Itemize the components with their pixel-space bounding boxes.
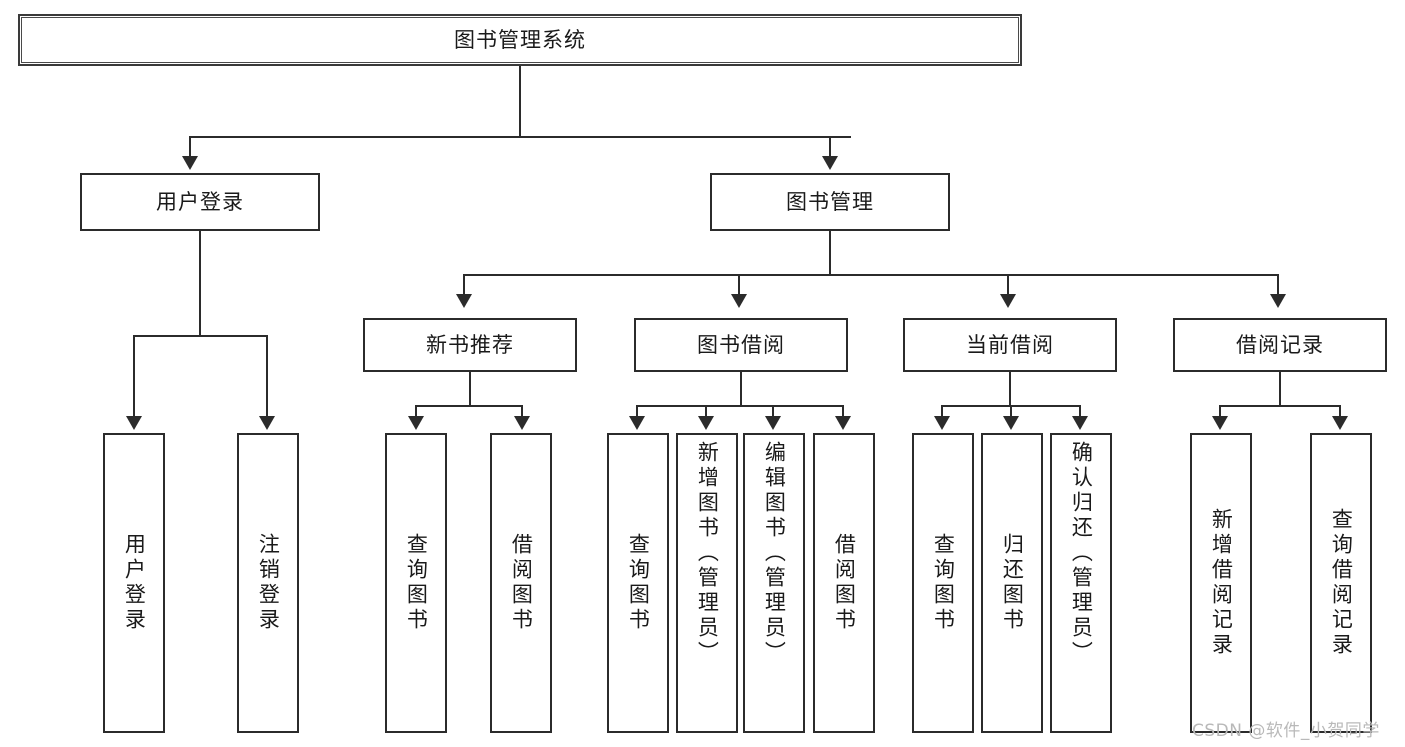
- arrow-login-leaf-1: [126, 416, 142, 430]
- arrow-current-leaf-1: [934, 416, 950, 430]
- leaf-user-login[interactable]: 用户登录: [103, 433, 165, 733]
- connector-new-bus: [415, 405, 523, 407]
- arrow-borrow-leaf-3: [765, 416, 781, 430]
- node-root-system[interactable]: 图书管理系统: [18, 14, 1022, 66]
- arrow-current-leaf-3: [1072, 416, 1088, 430]
- node-label: 图书管理: [786, 189, 874, 214]
- connector-login-bus: [133, 335, 267, 337]
- connector-current-stem: [1009, 372, 1011, 406]
- leaf-borrow-book-new[interactable]: 借阅图书: [490, 433, 552, 733]
- node-label: 新书推荐: [426, 332, 514, 357]
- connector-borrow-stem: [740, 372, 742, 406]
- arrow-records-leaf-1: [1212, 416, 1228, 430]
- connector-records-drop-2: [1339, 405, 1341, 418]
- leaf-query-book-current[interactable]: 查询图书: [912, 433, 974, 733]
- node-borrow-records[interactable]: 借阅记录: [1173, 318, 1387, 372]
- arrow-login-leaf-2: [259, 416, 275, 430]
- leaf-query-borrow-record[interactable]: 查询借阅记录: [1310, 433, 1372, 733]
- arrow-records-leaf-2: [1332, 416, 1348, 430]
- connector-new-drop-2: [521, 405, 523, 418]
- node-label: 确认归还（管理员）: [1069, 441, 1094, 666]
- arrow-root-to-books: [822, 156, 838, 170]
- connector-records-stem: [1279, 372, 1281, 406]
- connector-root-stem: [519, 66, 521, 137]
- arrow-borrow-leaf-2: [698, 416, 714, 430]
- connector-root-to-books: [829, 136, 831, 158]
- node-label: 图书管理系统: [454, 27, 586, 52]
- connector-login-drop-1: [133, 335, 135, 418]
- connector-root-to-login: [189, 136, 191, 158]
- leaf-query-book-borrow[interactable]: 查询图书: [607, 433, 669, 733]
- connector-books-drop-1: [463, 274, 465, 296]
- node-label: 查询图书: [404, 533, 429, 633]
- connector-records-drop-1: [1219, 405, 1221, 418]
- connector-books-drop-2: [738, 274, 740, 296]
- node-label: 图书借阅: [697, 332, 785, 357]
- leaf-borrow-book[interactable]: 借阅图书: [813, 433, 875, 733]
- connector-root-bus: [189, 136, 851, 138]
- node-label: 借阅图书: [832, 533, 857, 633]
- node-label: 新增图书（管理员）: [695, 441, 720, 666]
- node-label: 注销登录: [256, 533, 281, 633]
- connector-books-drop-4: [1277, 274, 1279, 296]
- arrow-books-to-current: [1000, 294, 1016, 308]
- arrow-current-leaf-2: [1003, 416, 1019, 430]
- arrow-books-to-records: [1270, 294, 1286, 308]
- arrow-new-leaf-2: [514, 416, 530, 430]
- node-label: 当前借阅: [966, 332, 1054, 357]
- connector-borrow-drop-2: [705, 405, 707, 418]
- leaf-query-book-new[interactable]: 查询图书: [385, 433, 447, 733]
- node-new-book-recommend[interactable]: 新书推荐: [363, 318, 577, 372]
- leaf-return-book[interactable]: 归还图书: [981, 433, 1043, 733]
- connector-current-drop-1: [941, 405, 943, 418]
- arrow-new-leaf-1: [408, 416, 424, 430]
- connector-current-drop-2: [1010, 405, 1012, 418]
- leaf-logout[interactable]: 注销登录: [237, 433, 299, 733]
- leaf-edit-book-admin[interactable]: 编辑图书（管理员）: [743, 433, 805, 733]
- node-label: 用户登录: [156, 189, 244, 214]
- connector-borrow-drop-4: [842, 405, 844, 418]
- arrow-books-to-borrow: [731, 294, 747, 308]
- leaf-confirm-return-admin[interactable]: 确认归还（管理员）: [1050, 433, 1112, 733]
- connector-current-drop-3: [1079, 405, 1081, 418]
- leaf-add-book-admin[interactable]: 新增图书（管理员）: [676, 433, 738, 733]
- arrow-borrow-leaf-1: [629, 416, 645, 430]
- node-label: 查询图书: [626, 533, 651, 633]
- arrow-books-to-new: [456, 294, 472, 308]
- node-label: 编辑图书（管理员）: [762, 441, 787, 666]
- arrow-root-to-login: [182, 156, 198, 170]
- node-label: 新增借阅记录: [1209, 508, 1234, 658]
- connector-new-stem: [469, 372, 471, 406]
- leaf-add-borrow-record[interactable]: 新增借阅记录: [1190, 433, 1252, 733]
- connector-records-bus: [1219, 405, 1341, 407]
- arrow-borrow-leaf-4: [835, 416, 851, 430]
- connector-borrow-bus: [636, 405, 844, 407]
- connector-books-stem: [829, 231, 831, 275]
- connector-borrow-drop-3: [772, 405, 774, 418]
- node-book-borrow[interactable]: 图书借阅: [634, 318, 848, 372]
- connector-books-drop-3: [1007, 274, 1009, 296]
- connector-login-stem: [199, 231, 201, 336]
- node-label: 借阅记录: [1236, 332, 1324, 357]
- connector-borrow-drop-1: [636, 405, 638, 418]
- node-label: 查询图书: [931, 533, 956, 633]
- node-label: 归还图书: [1000, 533, 1025, 633]
- node-current-borrow[interactable]: 当前借阅: [903, 318, 1117, 372]
- node-label: 用户登录: [122, 533, 147, 633]
- connector-login-drop-2: [266, 335, 268, 418]
- node-user-login[interactable]: 用户登录: [80, 173, 320, 231]
- connector-books-bus: [463, 274, 1277, 276]
- connector-new-drop-1: [415, 405, 417, 418]
- node-label: 借阅图书: [509, 533, 534, 633]
- node-label: 查询借阅记录: [1329, 508, 1354, 658]
- node-book-management[interactable]: 图书管理: [710, 173, 950, 231]
